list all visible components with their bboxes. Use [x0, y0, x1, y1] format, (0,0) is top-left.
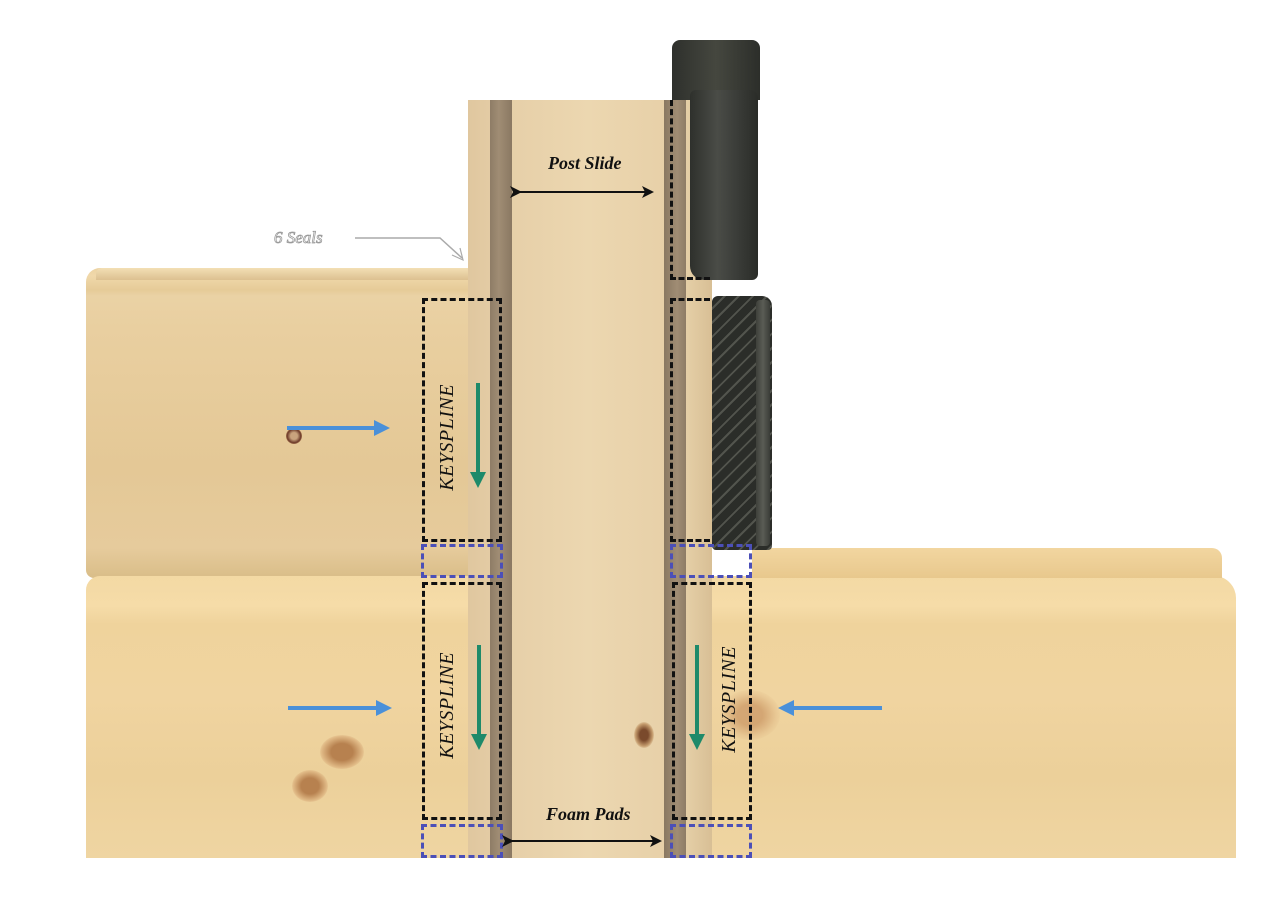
keyspline-zone-top-left [422, 298, 502, 542]
post-groove-right [664, 100, 686, 858]
post-slide-label: Post Slide [548, 153, 622, 173]
foam-pad-zone [670, 824, 752, 858]
seals-pointer-arrow-icon [355, 237, 464, 262]
wood-knot [320, 735, 364, 769]
keyspline-zone-mid-right [670, 298, 710, 542]
keyspline-zone-top-right [670, 100, 710, 280]
wood-knot [286, 428, 302, 444]
upper-left-log [86, 268, 478, 578]
keyspline-insert-top [690, 90, 758, 280]
foam-pad-zone [670, 544, 752, 578]
foam-pad-zone [421, 824, 503, 858]
lower-log-tongue [752, 548, 1222, 578]
keyspline-zone-bottom-right [672, 582, 752, 820]
upper-log-tongue [96, 268, 478, 280]
keyspline-zone-bottom-left [422, 582, 502, 820]
wood-knot [292, 770, 328, 802]
keyspline-insert-rail [756, 300, 770, 546]
wood-knot [634, 722, 654, 748]
foam-pad-zone [421, 544, 503, 578]
foam-pads-label: Foam Pads [546, 804, 631, 824]
seals-label: 6 Seals [274, 228, 323, 248]
